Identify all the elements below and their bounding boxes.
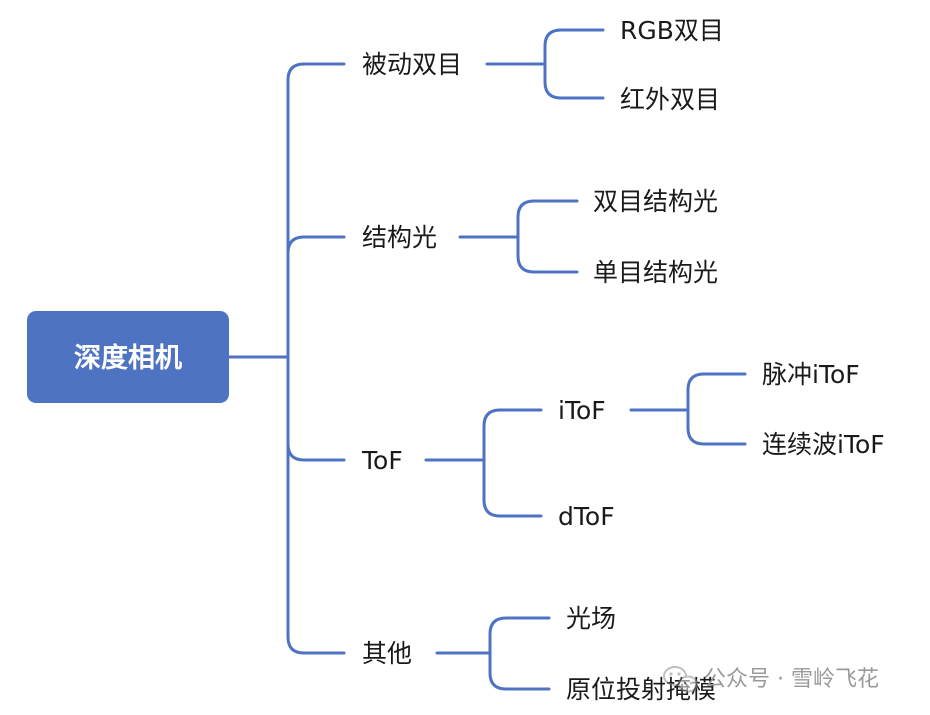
root-node-label: 深度相机 [74, 342, 182, 374]
node-light-field[interactable]: 光场 [566, 604, 616, 633]
node-pulsed-itof[interactable]: 脉冲iToF [762, 360, 860, 389]
passive-stereo-connector [485, 28, 605, 100]
node-dtof[interactable]: dToF [558, 502, 615, 531]
watermark: 公众号 · 雪岭飞花 [663, 666, 879, 693]
node-structured-light[interactable]: 结构光 [362, 223, 437, 252]
branch-structured-light: 结构光 双目结构光 单目结构光 [362, 187, 718, 287]
root-node[interactable]: 深度相机 [27, 311, 229, 403]
node-itof[interactable]: iToF [558, 396, 606, 425]
structured-light-connector [458, 199, 579, 274]
node-passive-stereo[interactable]: 被动双目 [362, 50, 462, 79]
node-infrared-stereo[interactable]: 红外双目 [620, 85, 720, 114]
branch-line-tof [286, 442, 346, 462]
itof-connector [629, 372, 747, 446]
wechat-icon [663, 666, 698, 693]
other-connector [435, 616, 551, 691]
branch-passive-stereo: 被动双目 RGB双目 红外双目 [362, 16, 724, 114]
node-binocular-structured-light[interactable]: 双目结构光 [593, 187, 718, 216]
node-continuous-wave-itof[interactable]: 连续波iToF [762, 430, 885, 459]
node-tof[interactable]: ToF [361, 446, 403, 475]
node-other[interactable]: 其他 [362, 639, 412, 668]
root-connectors [227, 62, 346, 655]
branch-other: 其他 光场 原位投射掩模 [362, 604, 716, 704]
branch-line-structured-light [286, 235, 306, 255]
root-spine [286, 62, 306, 655]
root-node-box [27, 311, 229, 403]
node-rgb-stereo[interactable]: RGB双目 [620, 16, 724, 45]
tof-connector [424, 408, 543, 518]
node-monocular-structured-light[interactable]: 单目结构光 [593, 258, 718, 287]
branch-tof: ToF iToF dToF 脉冲iToF 连续波iToF [361, 360, 885, 531]
watermark-text: 公众号 · 雪岭飞花 [704, 667, 879, 692]
